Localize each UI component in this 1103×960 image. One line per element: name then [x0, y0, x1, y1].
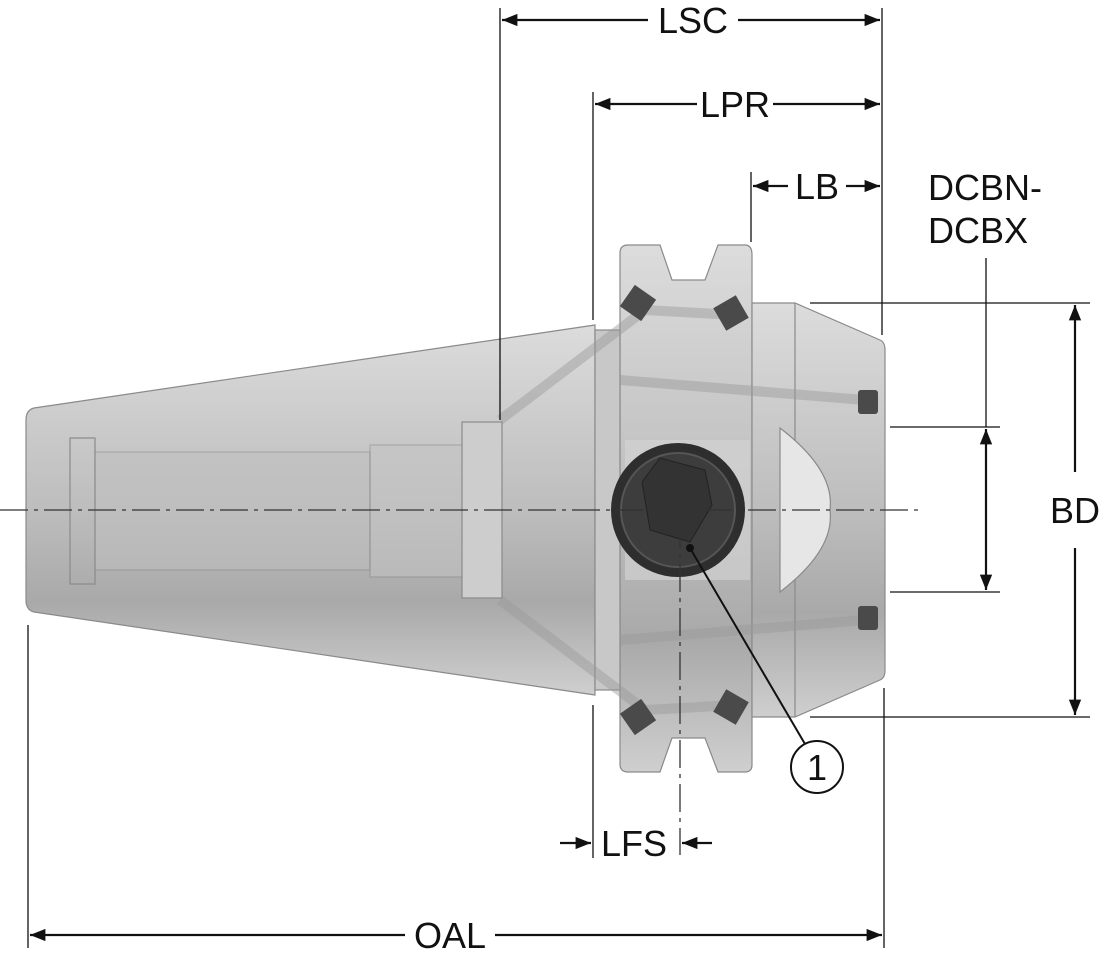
coolant-plugs: [619, 284, 878, 736]
dimension-oal: OAL: [30, 915, 882, 956]
label-dcbx: DCBX: [928, 210, 1028, 251]
label-lsc: LSC: [658, 0, 728, 41]
label-lb: LB: [795, 166, 839, 207]
label-lfs: LFS: [601, 823, 667, 864]
dimension-lpr: LPR: [595, 84, 880, 125]
label-bd: BD: [1050, 490, 1100, 531]
dimension-dcbn-dcbx: DCBN- DCBX: [928, 167, 1042, 590]
callout-1: 1: [686, 544, 844, 794]
label-oal: OAL: [414, 915, 486, 956]
callout-label: 1: [807, 747, 827, 788]
dimension-bd: BD: [1050, 305, 1100, 715]
extension-lines: [27, 8, 1090, 948]
dimension-lsc: LSC: [502, 0, 880, 41]
dimension-lb: LB: [753, 166, 880, 207]
label-lpr: LPR: [700, 84, 770, 125]
dimension-lfs: LFS: [560, 823, 712, 864]
label-dcbn: DCBN-: [928, 167, 1042, 208]
